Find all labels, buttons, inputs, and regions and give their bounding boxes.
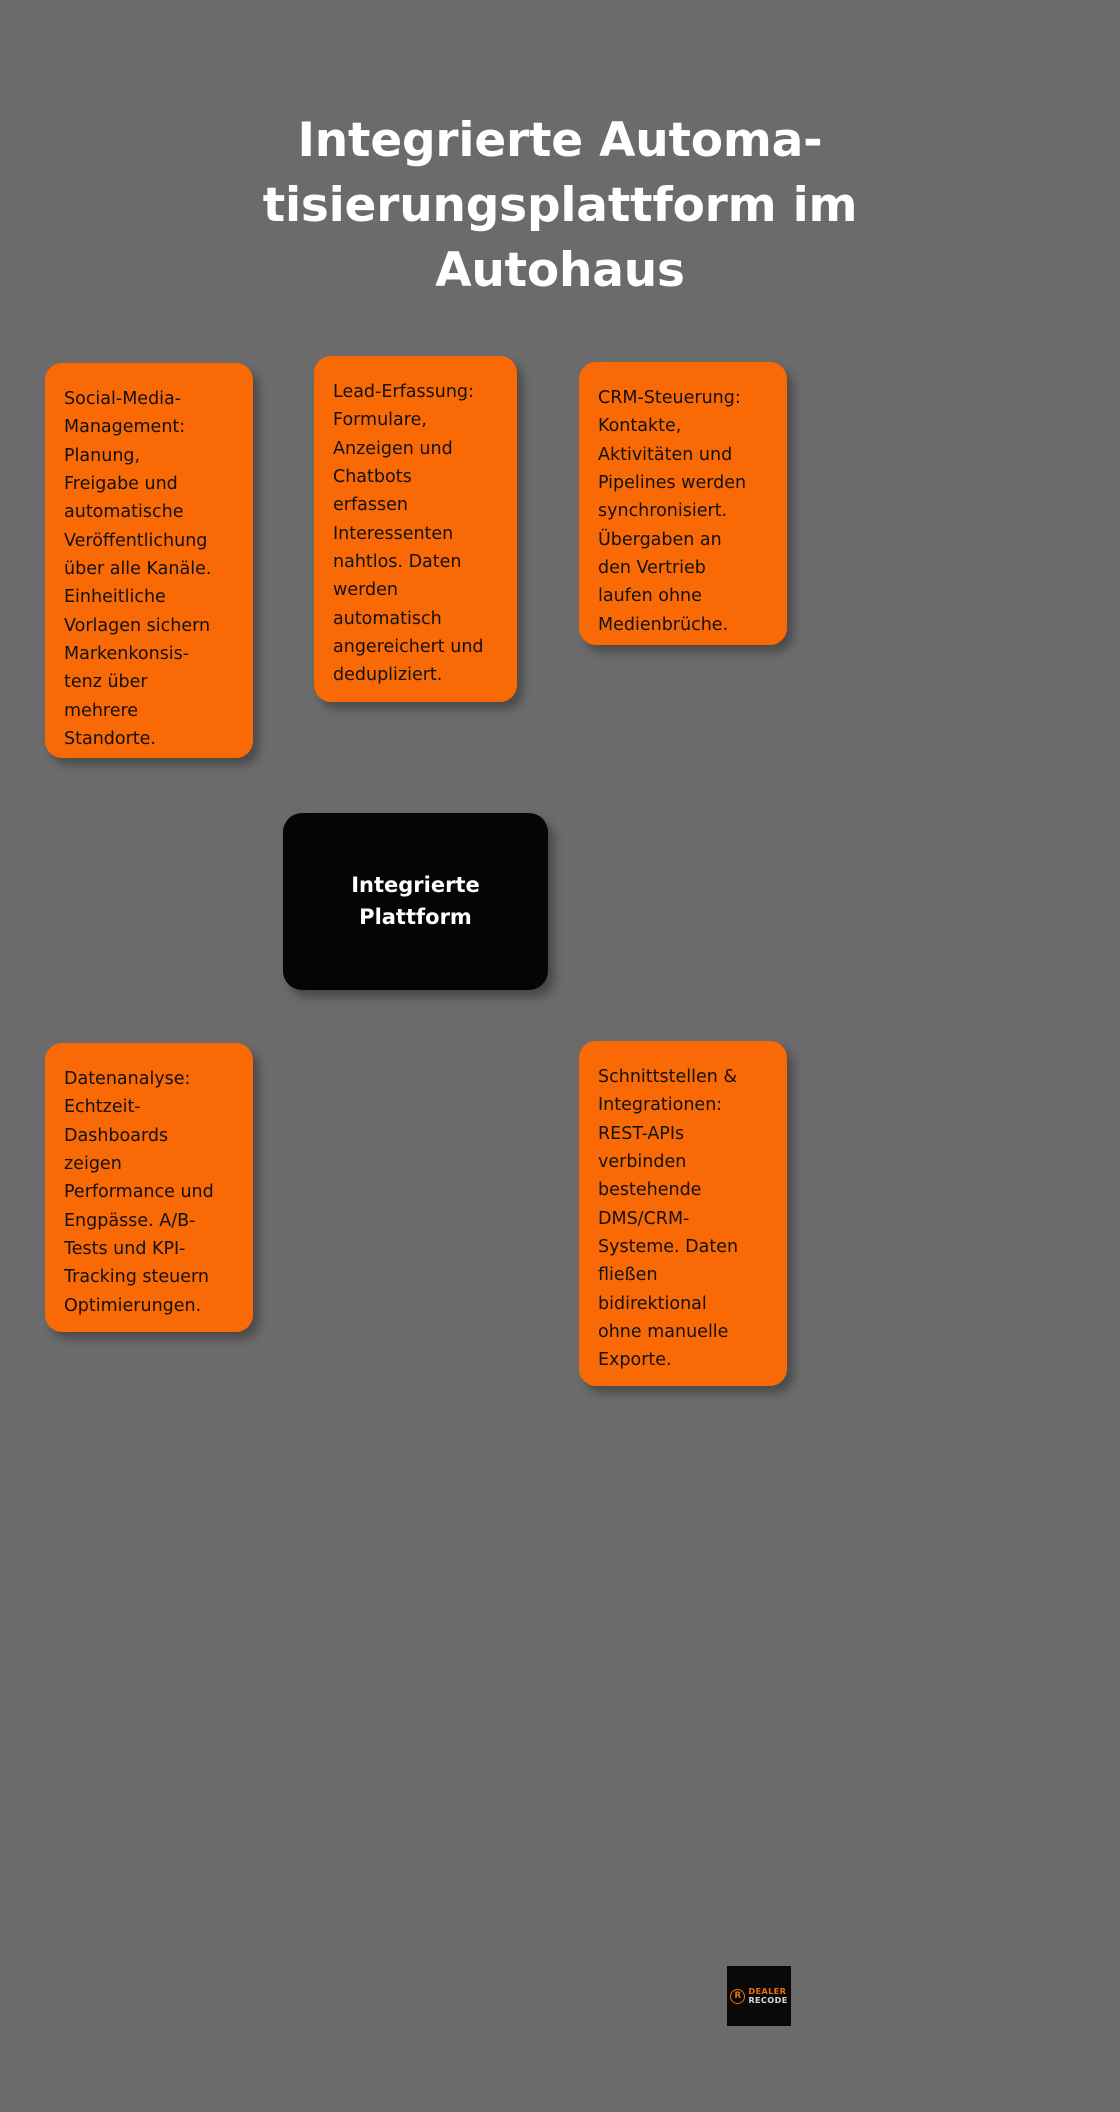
card-social-media-management: Social-Media- Management: Planung, Freig… [45, 363, 253, 758]
card-lead-erfassung-text: Lead-Erfassung: Formulare, Anzeigen und … [333, 382, 484, 686]
title-line-1: Integrierte Automa- [297, 113, 823, 169]
card-schnittstellen-integrationen: Schnittstellen & Integrationen: REST-API… [579, 1041, 787, 1386]
card-datenanalyse-text: Datenanalyse: Echtzeit- Dashboards zeige… [64, 1069, 214, 1316]
card-datenanalyse: Datenanalyse: Echtzeit- Dashboards zeige… [45, 1043, 253, 1332]
card-crm-steuerung: CRM-Steuerung: Kontakte, Aktivitäten und… [579, 362, 787, 645]
logo-word-recode: RECODE [748, 1995, 788, 2005]
card-crm-steuerung-text: CRM-Steuerung: Kontakte, Aktivitäten und… [598, 388, 747, 635]
title-line-3: Autohaus [435, 243, 685, 299]
circled-r-icon: R [730, 1988, 746, 2004]
card-social-media-management-text: Social-Media- Management: Planung, Freig… [64, 389, 212, 750]
center-node-label: Integrierte Plattform [351, 872, 480, 929]
card-lead-erfassung: Lead-Erfassung: Formulare, Anzeigen und … [314, 356, 517, 702]
logo-word-dealer: DEALER [748, 1986, 787, 1997]
logo-inner: R DEALER RECODE [730, 1987, 787, 2004]
logo-wordmark: DEALER RECODE [748, 1987, 787, 2004]
center-node-integrierte-plattform: Integrierte Plattform [283, 813, 548, 990]
logo-mark-letter: R [734, 1990, 742, 2001]
title-line-2: tisierungsplattform im [262, 178, 858, 234]
dealer-recode-logo: R DEALER RECODE [727, 1966, 791, 2026]
card-schnittstellen-integrationen-text: Schnittstellen & Integrationen: REST-API… [598, 1067, 739, 1371]
page-title: Integrierte Automa- tisierungsplattform … [110, 109, 1010, 304]
